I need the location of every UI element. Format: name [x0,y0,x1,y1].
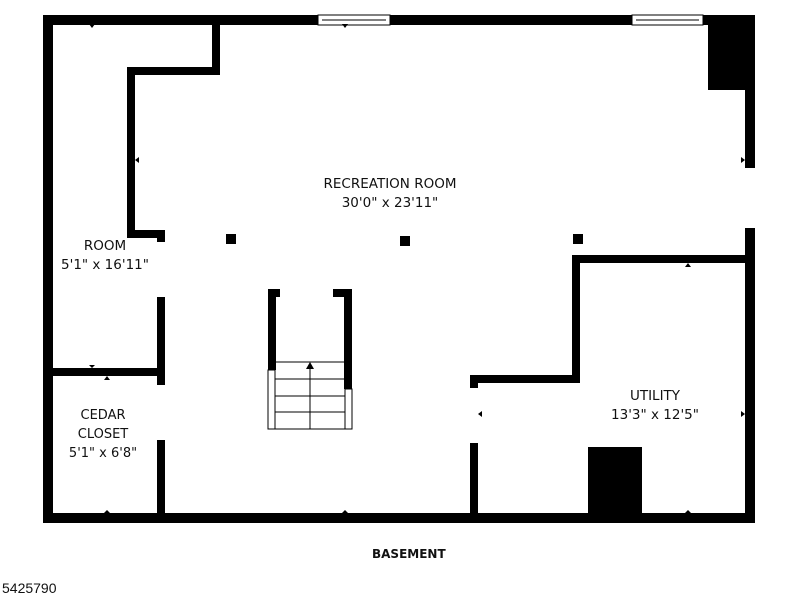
closet-wall-v2 [212,25,220,75]
closet-wall-lower [157,440,165,523]
room-name: UTILITY [629,388,681,404]
room-dims: 5'1" x 16'11" [61,257,149,273]
staircase [267,289,353,430]
listing-number: 5425790 [2,580,57,596]
room-closet-divider [53,368,165,376]
stair-up-arrow-icon [306,362,314,369]
room-label-room: ROOM 5'1" x 16'11" [50,237,160,275]
room-wall-h [127,230,165,238]
utility-wall-v3 [572,255,580,383]
room-wall-v2 [157,297,165,385]
column [573,234,583,244]
utility-block [588,447,642,515]
column [226,234,236,244]
walls [43,15,755,523]
room-dims: 5'1" x 6'8" [68,446,138,461]
right-wall-lower [745,228,755,523]
room-name: ROOM [83,238,127,254]
right-wall-upper [745,15,755,168]
room-label-recreation: RECREATION ROOM 30'0" x 23'11" [290,175,490,213]
chimney-block [708,15,745,90]
utility-wall-h1 [470,375,580,383]
room-label-cedar-closet: CEDAR CLOSET 5'1" x 6'8" [48,406,158,463]
utility-wall-h2 [572,255,755,263]
room-name-line1: CEDAR [80,408,126,423]
floor-title: BASEMENT [372,547,446,561]
closet-wall-h [127,67,220,75]
top-wall [43,15,755,25]
room-name-line2: CLOSET [77,427,129,442]
bottom-wall [43,513,755,523]
closet-wall-v [127,67,135,238]
column [400,236,410,246]
room-label-utility: UTILITY 13'3" x 12'5" [580,387,730,425]
left-wall [43,15,53,523]
room-dims: 13'3" x 12'5" [611,407,699,423]
room-dims: 30'0" x 23'11" [341,195,439,211]
room-wall-v1 [157,230,165,242]
windows [317,14,704,26]
utility-wall-v2 [470,443,478,523]
dimension-markers [89,24,745,513]
room-name: RECREATION ROOM [323,176,457,192]
